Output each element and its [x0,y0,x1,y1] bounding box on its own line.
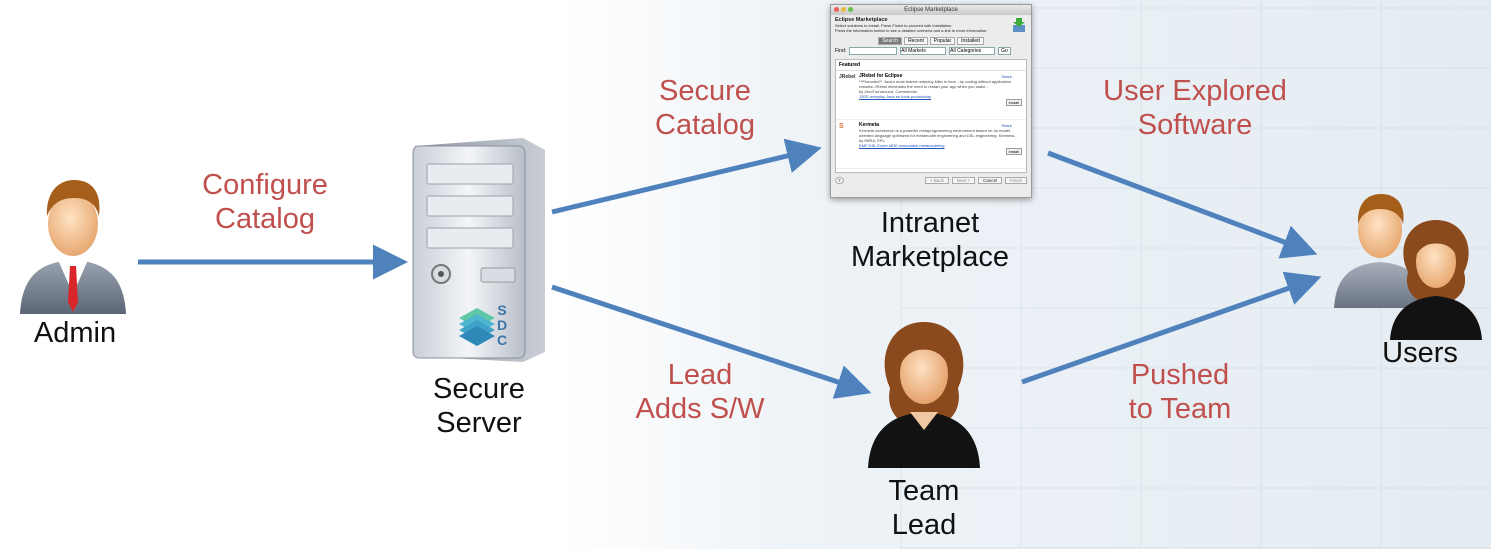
pushed-to-team-label: Pushed to Team [1090,358,1270,426]
intranet-marketplace-label: Intranet Marketplace [820,206,1040,274]
results-list: Featured JRebel JRebel for Eclipse **Pro… [835,59,1027,173]
intranet-line-2: Marketplace [851,241,1009,273]
install-button[interactable]: Install [1005,99,1022,106]
window-intro-1: Select solutions to install. Press Finis… [835,23,953,28]
install-arrow-icon [1013,18,1025,32]
go-button[interactable]: Go [998,47,1011,55]
categories-select[interactable]: All Categories [949,47,996,55]
help-icon[interactable]: ? [835,177,844,184]
logo-letter-s: S [497,302,507,318]
entry-tags[interactable]: EMF DSL Ecore MDE executable metamodelin… [859,143,945,148]
configure-catalog-label: Configure Catalog [170,168,360,236]
team-lead-label: Team Lead [862,474,986,542]
find-row: Find: All Markets All Categories Go [831,45,1031,57]
entry-desc: **Promoted** Java's most feared redeploy… [859,79,1011,89]
admin-label-text: Admin [33,317,117,349]
server-logo: S D C [495,303,509,348]
users-label: Users [1360,336,1480,370]
entry-desc: Kermeta workbench is a powerful metaprog… [859,128,1018,138]
markets-select[interactable]: All Markets [900,47,947,55]
server-line-1: Secure [433,373,525,405]
kermeta-icon: S [839,123,844,130]
team-lead-person-icon [868,322,980,468]
back-button[interactable]: < Back [924,177,949,184]
tab-installed[interactable]: Installed [957,37,984,45]
next-button[interactable]: Next > [951,177,975,184]
lead-adds-label: Lead Adds S/W [610,358,790,426]
secure-catalog-line-1: Secure [659,75,751,107]
window-heading: Eclipse Marketplace [835,17,888,23]
share-link[interactable]: Share [1001,74,1012,79]
team-line-2: Lead [891,509,957,541]
close-dot-icon [834,7,839,12]
zoom-dot-icon [848,7,853,12]
arrow-teamlead-to-users [1021,271,1322,385]
users-group-icon [1334,194,1482,340]
marketplace-window: Eclipse Marketplace Eclipse Marketplace … [830,4,1032,198]
team-line-1: Team [888,475,960,507]
users-label-text: Users [1382,337,1458,369]
server-line-2: Server [436,407,522,439]
lead-adds-line-2: Adds S/W [635,393,765,425]
explored-line-1: User Explored [1103,75,1287,107]
arrow-marketplace-to-users [1047,150,1318,259]
lead-adds-line-1: Lead [667,359,733,391]
window-intro-2: Press the information button to see a de… [835,28,988,33]
tab-popular[interactable]: Popular [929,37,956,45]
install-button[interactable]: Install [1005,148,1022,155]
user-explored-label: User Explored Software [1090,74,1300,142]
admin-label: Admin [14,316,136,350]
pushed-line-2: to Team [1128,393,1232,425]
window-footer: ? < Back Next > Cancel Finish [831,175,1031,186]
logo-letter-d: D [496,317,508,333]
arrow-server-to-marketplace [551,138,822,215]
window-titlebar: Eclipse Marketplace [831,5,1031,15]
entry-name: Kermeta [859,122,880,128]
secure-catalog-line-2: Catalog [655,109,755,141]
configure-line-1: Configure [202,169,328,201]
window-header: Eclipse Marketplace Select solutions to … [831,15,1031,35]
admin-person-icon [20,180,126,314]
arrow-server-to-teamlead [551,284,872,399]
explored-line-2: Software [1137,109,1253,141]
entry-by: by INRIA, EPL [859,138,885,143]
configure-line-2: Catalog [215,203,315,235]
server-tower-icon [412,138,545,362]
secure-catalog-label: Secure Catalog [620,74,790,142]
tab-search[interactable]: Search [878,37,903,45]
secure-server-label: Secure Server [405,372,553,440]
featured-header: Featured [836,60,1026,71]
logo-letter-c: C [496,332,508,348]
entry-name: JRebel for Eclipse [859,73,903,79]
window-title: Eclipse Marketplace [904,7,958,13]
share-link[interactable]: Share [1001,123,1012,128]
entry-tags[interactable]: J2EE redeploy Java ee tools productivity [859,94,932,99]
tab-recent[interactable]: Recent [904,37,928,45]
finish-button[interactable]: Finish [1004,177,1027,184]
pushed-line-1: Pushed [1130,359,1230,391]
window-tabs: Search Recent Popular Installed [831,37,1031,45]
minimize-dot-icon [841,7,846,12]
entry-by: by ZeroTurnaround, Commercial [859,89,917,94]
window-controls [834,7,853,12]
find-input[interactable] [849,47,898,55]
cancel-button[interactable]: Cancel [977,177,1002,184]
jrebel-icon: JRebel [839,74,856,80]
intranet-line-1: Intranet [880,207,980,239]
list-item: JRebel JRebel for Eclipse **Promoted** J… [836,71,1026,120]
list-item: S Kermeta Kermeta workbench is a powerfu… [836,120,1026,169]
find-label: Find: [835,48,847,54]
